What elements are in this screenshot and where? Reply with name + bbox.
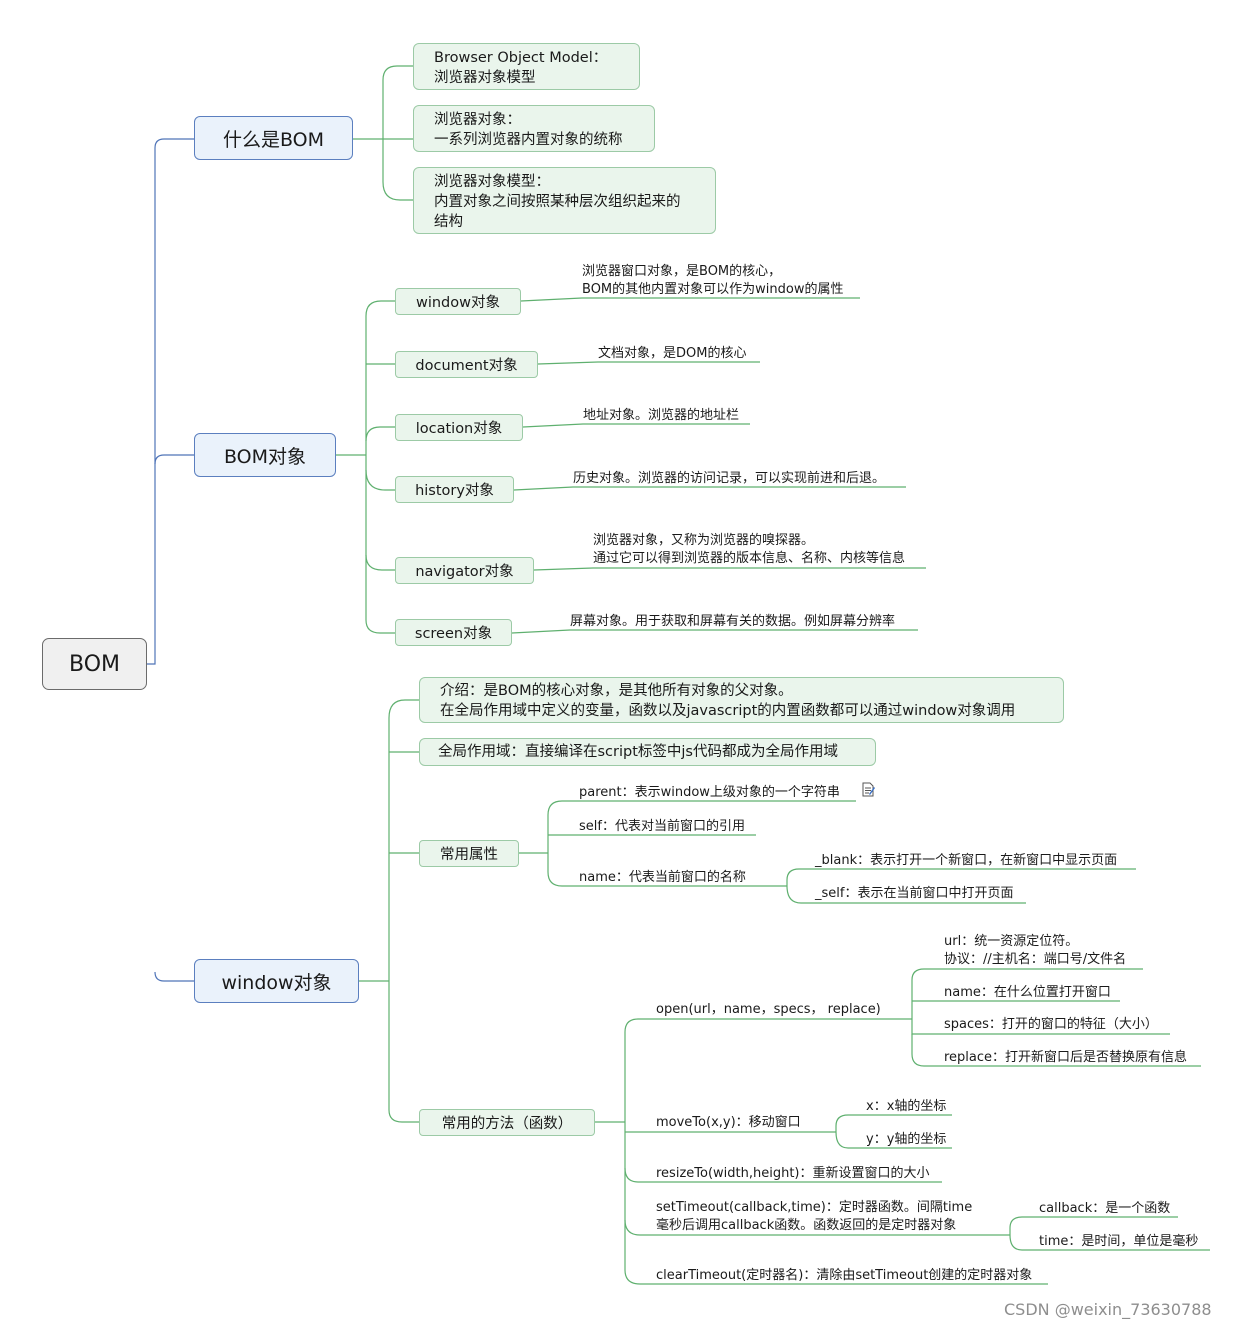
box-line: 浏览器对象模型： (434, 174, 550, 190)
method-settimeout: setTimeout(callback,time)：定时器函数。间隔time 毫… (656, 1199, 972, 1235)
watermark-text: CSDN @weixin_73630788 (1004, 1300, 1212, 1319)
tag-label: navigator对象 (415, 564, 514, 580)
topic-bom-objects[interactable]: BOM对象 (194, 433, 336, 477)
method-resizeto: resizeTo(width,height)：重新设置窗口的大小 (656, 1165, 930, 1183)
leaf-label: spaces：打开的窗口的特征（大小） (944, 1017, 1158, 1032)
object-window[interactable]: window对象 (395, 288, 521, 315)
tag-label: location对象 (415, 421, 503, 437)
box-line: 一系列浏览器内置对象的统称 (434, 132, 623, 148)
desc-line: 文档对象，是DOM的核心 (598, 346, 747, 361)
desc-line: BOM的其他内置对象可以作为window的属性 (582, 282, 844, 297)
leaf-label: _self：表示在当前窗口中打开页面 (815, 886, 1014, 901)
desc-line: 屏幕对象。用于获取和屏幕有关的数据。例如屏幕分辨率 (570, 614, 896, 629)
tag-label: window对象 (415, 295, 500, 311)
moveto-y: y：y轴的坐标 (866, 1131, 946, 1149)
prop-name: name：代表当前窗口的名称 (579, 869, 746, 887)
window-methods[interactable]: 常用的方法（函数） (419, 1109, 595, 1136)
desc-line: 浏览器窗口对象，是BOM的核心， (582, 264, 782, 279)
object-navigator-desc: 浏览器对象，又称为浏览器的嗅探器。 通过它可以得到浏览器的版本信息、名称、内核等… (593, 532, 905, 568)
box-line: 结构 (434, 214, 463, 230)
what-item-2[interactable]: 浏览器对象： 一系列浏览器内置对象的统称 (413, 105, 655, 152)
box-line: 在全局作用域中定义的变量，函数以及javascript的内置函数都可以通过win… (440, 703, 1016, 719)
prop-name-blank: _blank：表示打开一个新窗口，在新窗口中显示页面 (815, 852, 1117, 870)
settimeout-callback: callback：是一个函数 (1039, 1200, 1170, 1218)
tag-label: history对象 (415, 483, 494, 499)
method-cleartimeout: clearTimeout(定时器名)：清除由setTimeout创建的定时器对象 (656, 1267, 1032, 1285)
leaf-label: name：在什么位置打开窗口 (944, 985, 1111, 1000)
desc-line: 历史对象。浏览器的访问记录，可以实现前进和后退。 (573, 471, 886, 486)
open-url: url：统一资源定位符。 协议：//主机名：端口号/文件名 (944, 933, 1126, 969)
leaf-line: 毫秒后调用callback函数。函数返回的是定时器对象 (656, 1218, 957, 1233)
settimeout-time: time：是时间，单位是毫秒 (1039, 1233, 1198, 1251)
leaf-line: url：统一资源定位符。 (944, 934, 1079, 949)
note-icon[interactable] (861, 782, 875, 797)
what-item-3[interactable]: 浏览器对象模型： 内置对象之间按照某种层次组织起来的 结构 (413, 167, 716, 234)
leaf-line: setTimeout(callback,time)：定时器函数。间隔time (656, 1200, 973, 1215)
leaf-label: time：是时间，单位是毫秒 (1039, 1234, 1199, 1249)
object-history-desc: 历史对象。浏览器的访问记录，可以实现前进和后退。 (573, 470, 885, 488)
topic-label: 什么是BOM (222, 128, 325, 151)
object-document[interactable]: document对象 (395, 351, 538, 378)
tag-label: screen对象 (414, 626, 493, 642)
open-replace: replace：打开新窗口后是否替换原有信息 (944, 1049, 1187, 1067)
leaf-label: y：y轴的坐标 (866, 1132, 947, 1147)
box-line: 介绍：是BOM的核心对象，是其他所有对象的父对象。 (440, 683, 793, 699)
leaf-label: self：代表对当前窗口的引用 (579, 819, 745, 834)
leaf-label: _blank：表示打开一个新窗口，在新窗口中显示页面 (815, 853, 1118, 868)
desc-line: 地址对象。浏览器的地址栏 (583, 408, 740, 423)
topic-label: window对象 (221, 971, 332, 994)
box-line: Browser Object Model： (434, 50, 608, 66)
object-window-desc: 浏览器窗口对象，是BOM的核心， BOM的其他内置对象可以作为window的属性 (582, 263, 843, 299)
leaf-label: clearTimeout(定时器名)：清除由setTimeout创建的定时器对象 (656, 1268, 1033, 1283)
object-location[interactable]: location对象 (395, 414, 523, 441)
topic-what-is-bom[interactable]: 什么是BOM (194, 116, 353, 160)
root-label: BOM (68, 651, 120, 677)
desc-line: 浏览器对象，又称为浏览器的嗅探器。 (593, 533, 815, 548)
leaf-label: parent：表示window上级对象的一个字符串 (579, 785, 840, 800)
leaf-line: 协议：//主机名：端口号/文件名 (944, 952, 1127, 967)
box-line: 浏览器对象： (434, 112, 521, 128)
box-line: 全局作用域：直接编译在script标签中js代码都成为全局作用域 (438, 744, 838, 760)
leaf-label: name：代表当前窗口的名称 (579, 870, 746, 885)
tag-label: 常用属性 (440, 847, 498, 863)
window-intro[interactable]: 介绍：是BOM的核心对象，是其他所有对象的父对象。 在全局作用域中定义的变量，函… (419, 677, 1064, 723)
topic-window-object[interactable]: window对象 (194, 959, 359, 1003)
box-line: 内置对象之间按照某种层次组织起来的 (434, 194, 681, 210)
open-name: name：在什么位置打开窗口 (944, 984, 1111, 1002)
object-screen[interactable]: screen对象 (395, 619, 512, 646)
topic-label: BOM对象 (223, 445, 307, 468)
leaf-label: moveTo(x,y)：移动窗口 (656, 1115, 801, 1130)
prop-name-self: _self：表示在当前窗口中打开页面 (815, 885, 1013, 903)
root-node[interactable]: BOM (42, 638, 147, 690)
leaf-label: x：x轴的坐标 (866, 1099, 947, 1114)
leaf-label: resizeTo(width,height)：重新设置窗口的大小 (656, 1166, 930, 1181)
tag-label: document对象 (415, 358, 518, 374)
object-screen-desc: 屏幕对象。用于获取和屏幕有关的数据。例如屏幕分辨率 (570, 613, 895, 631)
what-item-1[interactable]: Browser Object Model： 浏览器对象模型 (413, 43, 640, 90)
leaf-label: open(url，name，specs， replace) (656, 1002, 881, 1017)
desc-line: 通过它可以得到浏览器的版本信息、名称、内核等信息 (593, 551, 906, 566)
object-document-desc: 文档对象，是DOM的核心 (598, 345, 746, 363)
prop-parent: parent：表示window上级对象的一个字符串 (579, 784, 840, 802)
open-specs: spaces：打开的窗口的特征（大小） (944, 1016, 1158, 1034)
object-history[interactable]: history对象 (395, 476, 514, 503)
leaf-label: callback：是一个函数 (1039, 1201, 1171, 1216)
prop-self: self：代表对当前窗口的引用 (579, 818, 745, 836)
tag-label: 常用的方法（函数） (441, 1116, 573, 1132)
box-line: 浏览器对象模型 (434, 70, 536, 86)
window-props[interactable]: 常用属性 (419, 840, 519, 867)
method-moveto: moveTo(x,y)：移动窗口 (656, 1114, 801, 1132)
object-navigator[interactable]: navigator对象 (395, 557, 534, 584)
window-global-scope[interactable]: 全局作用域：直接编译在script标签中js代码都成为全局作用域 (419, 738, 876, 766)
moveto-x: x：x轴的坐标 (866, 1098, 946, 1116)
object-location-desc: 地址对象。浏览器的地址栏 (583, 407, 739, 425)
method-open: open(url，name，specs， replace) (656, 1001, 881, 1019)
leaf-label: replace：打开新窗口后是否替换原有信息 (944, 1050, 1188, 1065)
csdn-watermark: CSDN @weixin_73630788 (1004, 1300, 1212, 1319)
